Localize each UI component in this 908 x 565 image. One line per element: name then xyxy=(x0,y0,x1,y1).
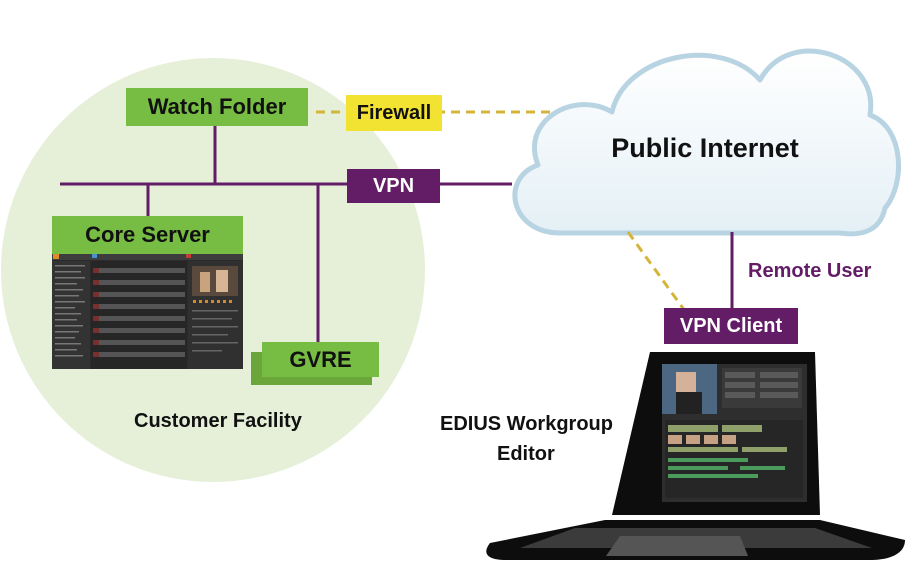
edius-workgroup-label: EDIUS Workgroup xyxy=(440,413,613,435)
gvre-box: GVRE xyxy=(262,342,379,377)
public-internet-label: Public Internet xyxy=(611,133,799,163)
edius-editor-label: Editor xyxy=(497,443,555,465)
customer-facility-label: Customer Facility xyxy=(134,410,302,432)
remote-user-label: Remote User xyxy=(748,260,872,282)
core-server-box: Core Server xyxy=(52,216,243,254)
vpn-box: VPN xyxy=(347,169,440,203)
vpn-client-box: VPN Client xyxy=(664,308,798,344)
watch-folder-box: Watch Folder xyxy=(126,88,308,126)
cloud-icon xyxy=(512,48,901,237)
laptop-icon xyxy=(486,352,905,560)
remote-user-dashed-line xyxy=(626,231,692,319)
firewall-box: Firewall xyxy=(346,95,442,131)
server-ui-thumbnail xyxy=(52,252,243,369)
